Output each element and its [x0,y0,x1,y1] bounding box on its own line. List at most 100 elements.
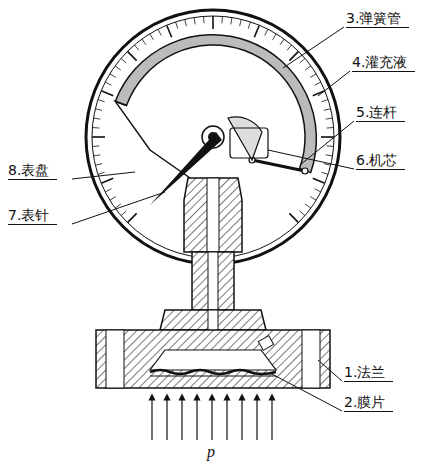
sector-gear [228,117,262,160]
callout-label: 6.机芯 [356,151,405,170]
leader-line [318,360,342,381]
callout-label: 7.表针 [8,206,57,225]
pressure-arrow [151,397,152,440]
leader-line [270,373,342,411]
scale-tick [142,39,146,45]
scale-tick [167,25,172,37]
pressure-arrow [211,397,212,440]
scale-tick [95,109,102,111]
scale-tick [327,145,334,147]
scale-tick [134,45,139,50]
scale-tick [185,19,187,26]
fill-plug [258,336,273,351]
scale-tick [324,109,331,111]
scale-tick [221,16,223,23]
flange [96,330,330,388]
scale-tick [101,91,113,96]
scale-tick [92,127,99,129]
scale-tick [321,136,334,138]
callout-label: 2.膜片 [344,393,393,412]
scale-tick [321,100,328,102]
scale-tick [92,145,99,147]
scale-tick [287,45,292,50]
scale-tick [231,17,232,24]
scale-tick [248,22,250,29]
pressure-arrow [181,397,182,440]
scale-tick [289,51,298,60]
scale-tick [326,118,333,119]
fluid-chamber [150,350,276,370]
pressure-arrow [271,397,272,440]
scale-tick [313,178,325,183]
pressure-arrow [256,397,257,440]
socket [184,178,242,252]
scale-tick [101,178,113,183]
scale-tick [300,58,305,63]
flange-bore [208,310,218,332]
leader-line [72,172,135,179]
scale-tick [92,136,105,138]
scale-tick [289,213,298,222]
leader-line [318,71,350,96]
scale-tick [280,39,284,45]
callout-label: 8.表盘 [8,161,57,180]
scale-tick [110,197,116,201]
scale-tick [121,58,126,63]
scale-tick [150,34,154,40]
pointer [150,132,222,205]
bolt-hole [106,330,124,388]
scale-tick [265,29,268,35]
scale-tick [93,118,100,119]
scale-tick [127,213,136,222]
pressure-arrow [196,397,197,440]
scale-tick [315,82,321,85]
scale-tick [110,74,116,78]
scale-tick [105,189,111,192]
scale-tick [254,25,259,37]
scale-tick [105,82,111,85]
scale-tick [305,204,311,208]
scale-tick [203,16,205,23]
scale-tick [127,51,136,60]
scale-tick [240,19,242,26]
scale-tick [315,189,321,192]
scale-tick [98,172,105,174]
seal-line [150,376,276,377]
bourdon-tube [115,35,316,173]
pivot [302,168,308,174]
pressure-arrow [226,397,227,440]
callout-label: 4.灌充液 [352,53,415,72]
callout-label: 3.弹簧管 [346,9,409,28]
scale-tick [98,100,105,102]
scale-tick [176,22,178,29]
pressure-arrow [241,397,242,440]
scale-tick [326,155,333,156]
scale-tick [310,197,316,201]
scale-tick [327,127,334,129]
scale-tick [300,211,305,216]
scale-tick [310,74,316,78]
scale-tick [212,16,214,29]
diaphragm [150,370,276,374]
callout-label: 1.法兰 [344,363,393,382]
dial-face [92,16,334,258]
leader-line [283,27,344,68]
scale-tick [115,66,121,70]
socket-bore [207,178,219,252]
scale-tick [194,17,195,24]
leader-line [268,150,354,169]
leader-line [72,192,165,224]
neck [192,252,234,310]
scale-tick [121,211,126,216]
scale-tick [95,164,102,166]
pressure-arrows [152,397,272,440]
movement-plate [230,128,268,158]
neck-bore [208,252,218,310]
link-rod [252,160,305,171]
pressure-arrow [166,397,167,440]
pressure-symbol: p [207,443,215,461]
scale-tick [158,29,161,35]
callout-label: 5.连杆 [356,103,405,122]
bolt-hole [302,330,320,388]
